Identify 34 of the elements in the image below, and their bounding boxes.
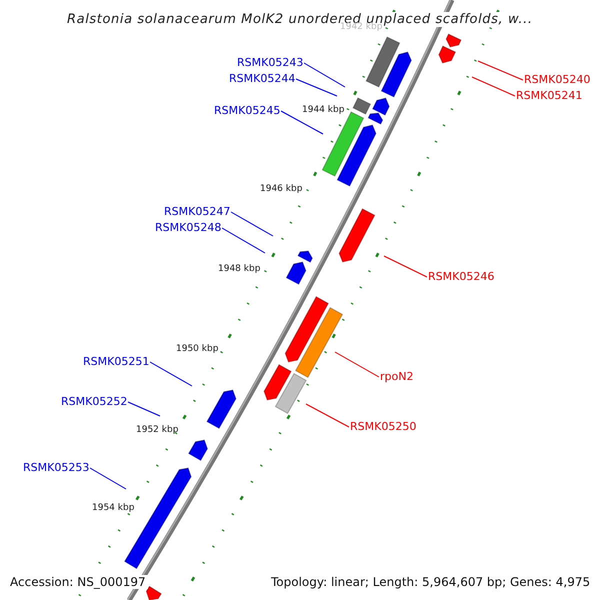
scale-label: 1950 kbp	[176, 344, 218, 354]
leader-line	[222, 228, 266, 254]
gene-label: RSMK05246	[428, 270, 494, 282]
scale-label: 1946 kbp	[260, 184, 302, 194]
scale-label: 1944 kbp	[302, 106, 344, 114]
gene-label: RSMK05245	[214, 104, 280, 116]
leader-line	[280, 110, 324, 134]
gene-label: RSMK05253	[23, 462, 90, 472]
leader-line	[90, 468, 126, 490]
gene-label: RSMK05251	[83, 356, 150, 366]
gene-label: RSMK05248	[155, 222, 222, 232]
gene-label: RSMK05250	[350, 420, 416, 432]
leader-line	[304, 62, 346, 88]
leader-line	[230, 212, 274, 236]
leader-line	[150, 362, 192, 386]
gene-label: RSMK05252	[61, 396, 128, 406]
leader-line	[478, 60, 524, 80]
scale-label: 1948 kbp	[218, 264, 260, 274]
leader-line	[296, 78, 338, 96]
summary-text: Topology: linear; Length: 5,964,607 bp; Genes: 4,975	[269, 575, 592, 589]
gene-label: RSMK05240	[524, 74, 590, 84]
gene-label: rpoN2	[380, 370, 414, 382]
leader-line	[384, 256, 428, 278]
gene-label: RSMK05244	[229, 72, 296, 84]
scale-label: 1954 kbp	[92, 504, 134, 512]
gene-label: RSMK05243	[237, 56, 304, 68]
leader-line	[334, 352, 380, 378]
leader-line	[472, 76, 516, 96]
leader-line	[128, 402, 160, 416]
gene-label: RSMK05247	[164, 206, 230, 216]
gene-label: RSMK05241	[516, 90, 582, 100]
leader-line	[306, 404, 350, 428]
accession-text: Accession: NS_000197	[8, 575, 148, 589]
scale-label: 1952 kbp	[136, 426, 178, 434]
